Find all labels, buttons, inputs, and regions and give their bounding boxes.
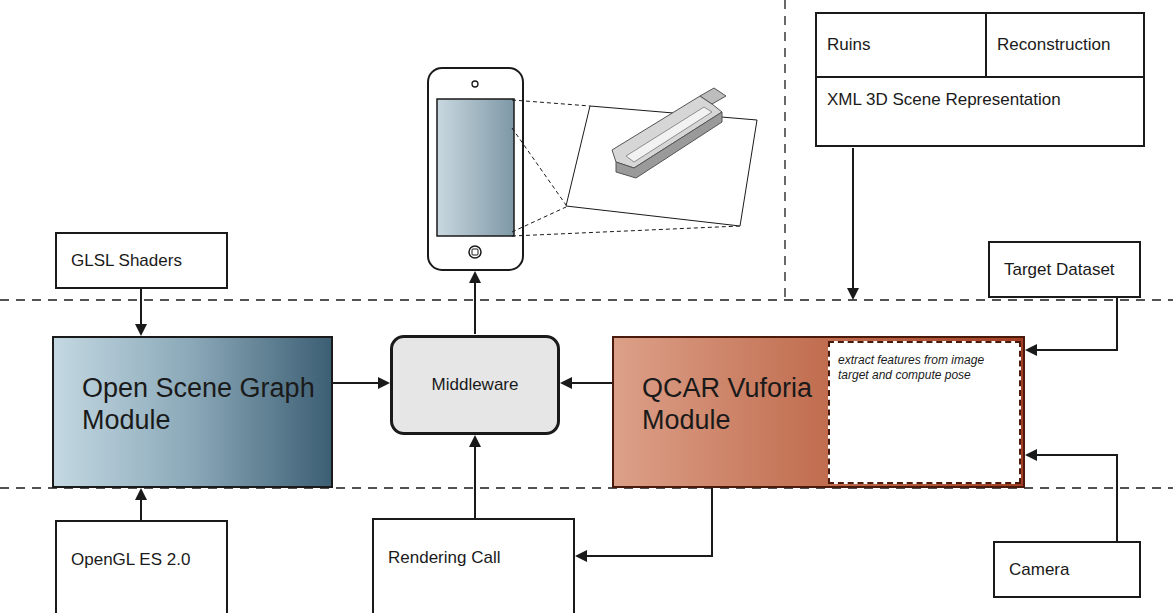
node-label: Camera: [1009, 560, 1069, 580]
input-box: Camera: [993, 541, 1141, 598]
module-box: Open Scene Graph Module: [52, 336, 333, 488]
flow-arrow: [135, 289, 147, 336]
platform-box: Rendering Call: [372, 518, 575, 613]
reconstruction-model: [566, 88, 757, 226]
flow-arrow: [560, 377, 612, 389]
input-box: Target Dataset: [988, 241, 1141, 298]
node-label: Target Dataset: [1004, 260, 1115, 280]
flow-arrow: [1025, 449, 1117, 541]
node-label: GLSL Shaders: [71, 251, 182, 271]
smartphone-illustration: [428, 68, 523, 270]
node-label: QCAR Vuforia Module: [642, 372, 832, 437]
module-box: QCAR Vuforia Moduleextract features from…: [612, 336, 1025, 488]
middleware-box: Middleware: [390, 335, 560, 435]
platform-box: OpenGL ES 2.0: [55, 520, 228, 613]
flow-arrow: [469, 435, 481, 518]
node-label: OpenGL ES 2.0: [71, 550, 190, 570]
flow-arrow: [135, 488, 147, 520]
xml-input-arrow: [847, 148, 859, 300]
node-label: Rendering Call: [388, 548, 500, 568]
input-box: GLSL Shaders: [55, 232, 228, 289]
node-label: extract features from image target and c…: [838, 353, 1011, 383]
node-label: Middleware: [432, 375, 519, 395]
node-label: Ruins: [817, 14, 987, 78]
scene-source-table: RuinsReconstructionXML 3D Scene Represen…: [815, 12, 1145, 147]
layer-separators: [0, 0, 1173, 488]
flow-arrow: [1025, 298, 1117, 356]
process-note: extract features from image target and c…: [828, 341, 1021, 484]
node-label: Open Scene Graph Module: [82, 372, 322, 437]
flow-arrow: [333, 377, 390, 389]
phone-output-arrow: [469, 271, 481, 334]
node-label: XML 3D Scene Representation: [817, 78, 1143, 145]
flow-arrow: [575, 488, 712, 562]
node-label: Reconstruction: [987, 14, 1143, 78]
